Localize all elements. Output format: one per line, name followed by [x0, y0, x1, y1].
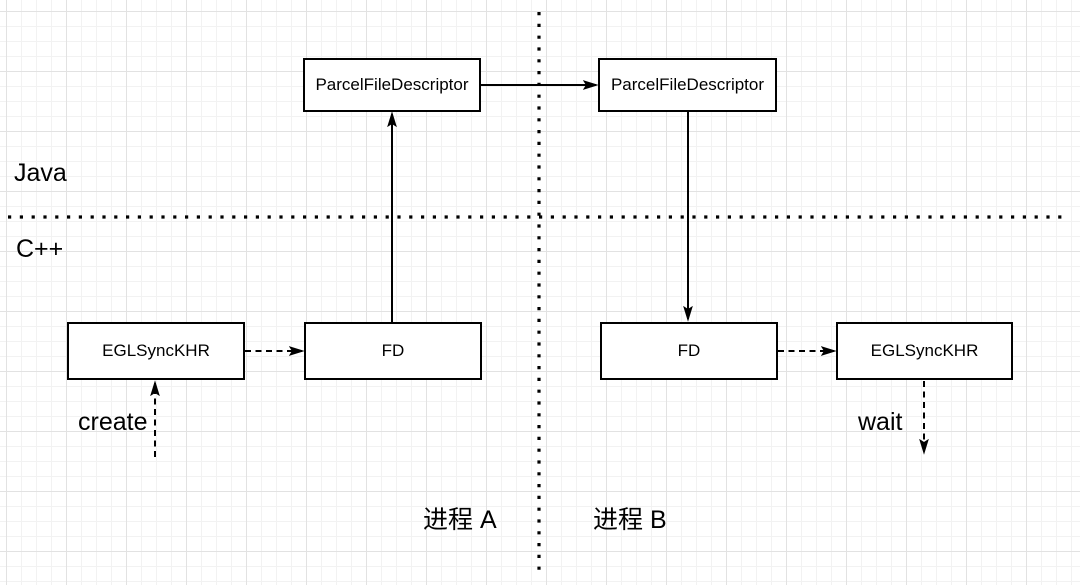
node-label: ParcelFileDescriptor [610, 75, 765, 94]
process-a-label: 进程 A [423, 506, 497, 534]
action-label-wait: wait [858, 408, 903, 436]
node-label: EGLSyncKHR [870, 341, 979, 360]
node-parcelfiledescriptor-process-a: ParcelFileDescriptor [303, 58, 481, 112]
layer-label-cpp: C++ [16, 235, 64, 263]
node-eglsynckhr-process-a: EGLSyncKHR [67, 322, 245, 380]
node-label: ParcelFileDescriptor [315, 75, 469, 94]
node-fd-process-a: FD [304, 322, 482, 380]
action-label-create: create [78, 408, 148, 436]
process-b-label: 进程 B [593, 506, 667, 534]
node-fd-process-b: FD [600, 322, 778, 380]
node-label: FD [381, 341, 405, 360]
layer-label-java: Java [14, 159, 67, 187]
node-label: EGLSyncKHR [102, 341, 210, 360]
node-label: FD [677, 341, 701, 360]
node-parcelfiledescriptor-process-b: ParcelFileDescriptor [598, 58, 777, 112]
node-eglsynckhr-process-b: EGLSyncKHR [836, 322, 1013, 380]
